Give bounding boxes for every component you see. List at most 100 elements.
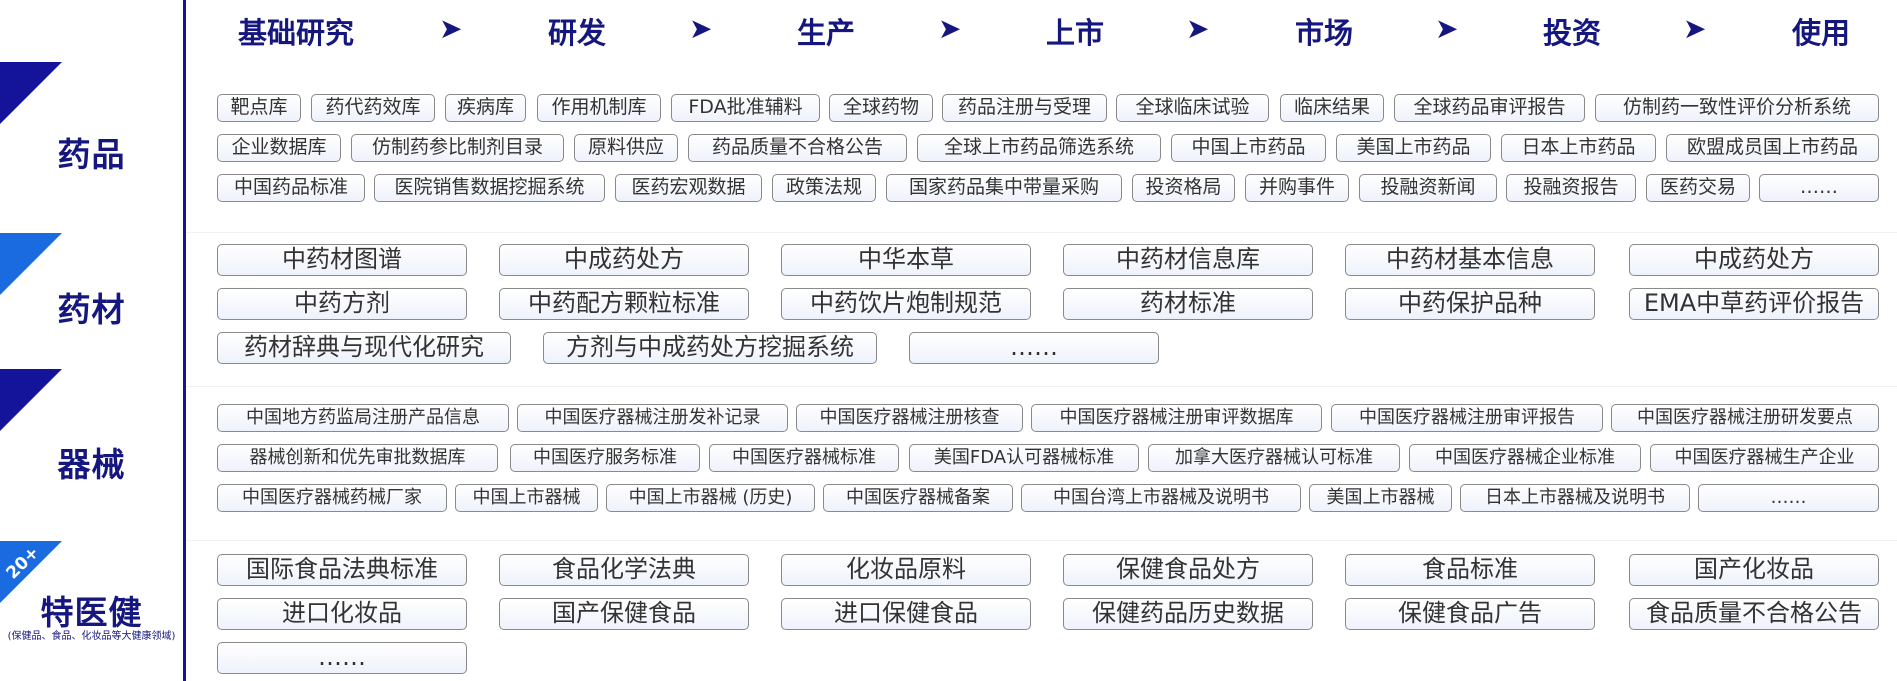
flow-step-production: 生产 [797,16,856,50]
drug-tag[interactable]: 药品注册与受理 [942,94,1107,122]
drug-tag[interactable]: 医药宏观数据 [615,174,762,202]
drug-tag[interactable]: 医药交易 [1646,174,1750,202]
flow-arrow-icon: ➤ [1435,12,1459,45]
health-tag[interactable]: 化妆品原料 [781,554,1031,586]
drug-tag[interactable]: 投资格局 [1132,174,1235,202]
device-tag[interactable]: 中国医疗器械注册核查 [796,404,1023,432]
material-tag[interactable]: 中药方剂 [217,288,467,320]
device-tag[interactable]: 中国医疗器械注册研发要点 [1611,404,1879,432]
material-tag[interactable]: 方剂与中成药处方挖掘系统 [543,332,877,364]
drug-tag[interactable]: 靶点库 [217,94,301,122]
device-tag[interactable]: 中国医疗器械企业标准 [1409,444,1641,472]
health-tag[interactable]: 保健食品处方 [1063,554,1313,586]
material-tag[interactable]: 中药材信息库 [1063,244,1313,276]
device-tag[interactable]: 中国医疗服务标准 [510,444,700,472]
health-tag[interactable]: 进口保健食品 [781,598,1031,630]
device-tag[interactable]: 中国医疗器械注册发补记录 [517,404,788,432]
category-drug-label: 药品 [57,135,126,174]
drug-tag[interactable]: 疾病库 [445,94,526,122]
category-device-label: 器械 [57,445,126,484]
section-divider [186,232,1897,233]
device-tag[interactable]: 中国医疗器械生产企业 [1650,444,1879,472]
material-tag[interactable]: 中药饮片炮制规范 [781,288,1031,320]
health-triangle-icon [0,541,62,603]
material-more-button[interactable]: …… [909,332,1159,364]
device-tag[interactable]: 美国FDA认可器械标准 [909,444,1139,472]
material-tag[interactable]: 中华本草 [781,244,1031,276]
vertical-divider-line [183,0,186,681]
health-tag[interactable]: 国产化妆品 [1629,554,1879,586]
flow-step-usage: 使用 [1792,16,1851,50]
drug-tag[interactable]: 投融资新闻 [1359,174,1497,202]
category-material-label: 药材 [57,290,126,329]
device-tag[interactable]: 加拿大医疗器械认可标准 [1148,444,1400,472]
material-tag[interactable]: 药材标准 [1063,288,1313,320]
drug-tag[interactable]: 全球药物 [829,94,933,122]
device-tag[interactable]: 中国医疗器械药械厂家 [217,484,447,512]
drug-tag[interactable]: 仿制药一致性评价分析系统 [1595,94,1879,122]
device-tag[interactable]: 中国医疗器械备案 [823,484,1013,512]
drug-tag[interactable]: 中国上市药品 [1171,134,1326,162]
flow-arrow-icon: ➤ [1186,12,1210,45]
drug-tag[interactable]: 企业数据库 [217,134,341,162]
material-tag[interactable]: 中药保护品种 [1345,288,1595,320]
drug-tag[interactable]: 投融资报告 [1506,174,1636,202]
flow-arrow-icon: ➤ [938,12,962,45]
health-tag[interactable]: 国际食品法典标准 [217,554,467,586]
drug-tag[interactable]: FDA批准辅料 [671,94,820,122]
device-tag[interactable]: 中国医疗器械注册审评报告 [1331,404,1603,432]
stage-flow-header: 基础研究 ➤ 研发 ➤ 生产 ➤ 上市 ➤ 市场 ➤ 投资 ➤ 使用 [186,0,1897,62]
drug-tag[interactable]: 国家药品集中带量采购 [886,174,1122,202]
health-tag[interactable]: 食品质量不合格公告 [1629,598,1879,630]
device-tag[interactable]: 器械创新和优先审批数据库 [217,444,498,472]
material-tag[interactable]: 中成药处方 [1629,244,1879,276]
drug-tag[interactable]: 中国药品标准 [217,174,365,202]
flow-step-listing: 上市 [1046,16,1105,50]
drug-tag[interactable]: 作用机制库 [537,94,661,122]
material-triangle-icon [0,233,62,295]
drug-tag[interactable]: 日本上市药品 [1501,134,1656,162]
drug-tag[interactable]: 全球上市药品筛选系统 [917,134,1161,162]
material-tag[interactable]: 中药材基本信息 [1345,244,1595,276]
flow-arrow-icon: ➤ [439,12,463,45]
material-tag[interactable]: 中成药处方 [499,244,749,276]
material-tag[interactable]: EMA中草药评价报告 [1629,288,1879,320]
drug-tag[interactable]: 临床结果 [1280,94,1384,122]
device-more-button[interactable]: …… [1698,484,1879,512]
drug-tag[interactable]: 医院销售数据挖掘系统 [374,174,605,202]
drug-more-button[interactable]: …… [1759,174,1879,202]
drug-tag[interactable]: 全球临床试验 [1116,94,1269,122]
device-tag[interactable]: 中国上市器械 (历史) [606,484,815,512]
section-divider [186,540,1897,541]
drug-tag[interactable]: 药代药效库 [311,94,435,122]
drug-tag[interactable]: 仿制药参比制剂目录 [351,134,564,162]
health-tag[interactable]: 国产保健食品 [499,598,749,630]
device-tag[interactable]: 中国医疗器械注册审评数据库 [1031,404,1322,432]
drug-tag[interactable]: 药品质量不合格公告 [688,134,907,162]
drug-tag[interactable]: 美国上市药品 [1336,134,1491,162]
health-tag[interactable]: 食品化学法典 [499,554,749,586]
drug-tag[interactable]: 政策法规 [772,174,876,202]
health-tag[interactable]: 进口化妆品 [217,598,467,630]
device-triangle-icon [0,369,62,431]
health-tag[interactable]: 保健食品广告 [1345,598,1595,630]
device-tag[interactable]: 中国上市器械 [455,484,598,512]
drug-tag[interactable]: 欧盟成员国上市药品 [1666,134,1879,162]
material-tag[interactable]: 中药配方颗粒标准 [499,288,749,320]
material-tag[interactable]: 药材辞典与现代化研究 [217,332,511,364]
flow-step-investment: 投资 [1543,16,1602,50]
health-more-button[interactable]: …… [217,642,467,674]
drug-tag[interactable]: 并购事件 [1245,174,1349,202]
device-tag[interactable]: 美国上市器械 [1309,484,1452,512]
health-tag[interactable]: 食品标准 [1345,554,1595,586]
flow-arrow-icon: ➤ [689,12,713,45]
health-tag[interactable]: 保健药品历史数据 [1063,598,1313,630]
device-tag[interactable]: 日本上市器械及说明书 [1460,484,1690,512]
drug-tag[interactable]: 全球药品审评报告 [1394,94,1585,122]
device-tag[interactable]: 中国地方药监局注册产品信息 [217,404,509,432]
material-tag[interactable]: 中药材图谱 [217,244,467,276]
device-tag[interactable]: 中国台湾上市器械及说明书 [1021,484,1301,512]
drug-tag[interactable]: 原料供应 [574,134,678,162]
device-tag[interactable]: 中国医疗器械标准 [709,444,899,472]
category-health-subtitle: (保健品、食品、化妆品等大健康领域) [7,631,176,642]
